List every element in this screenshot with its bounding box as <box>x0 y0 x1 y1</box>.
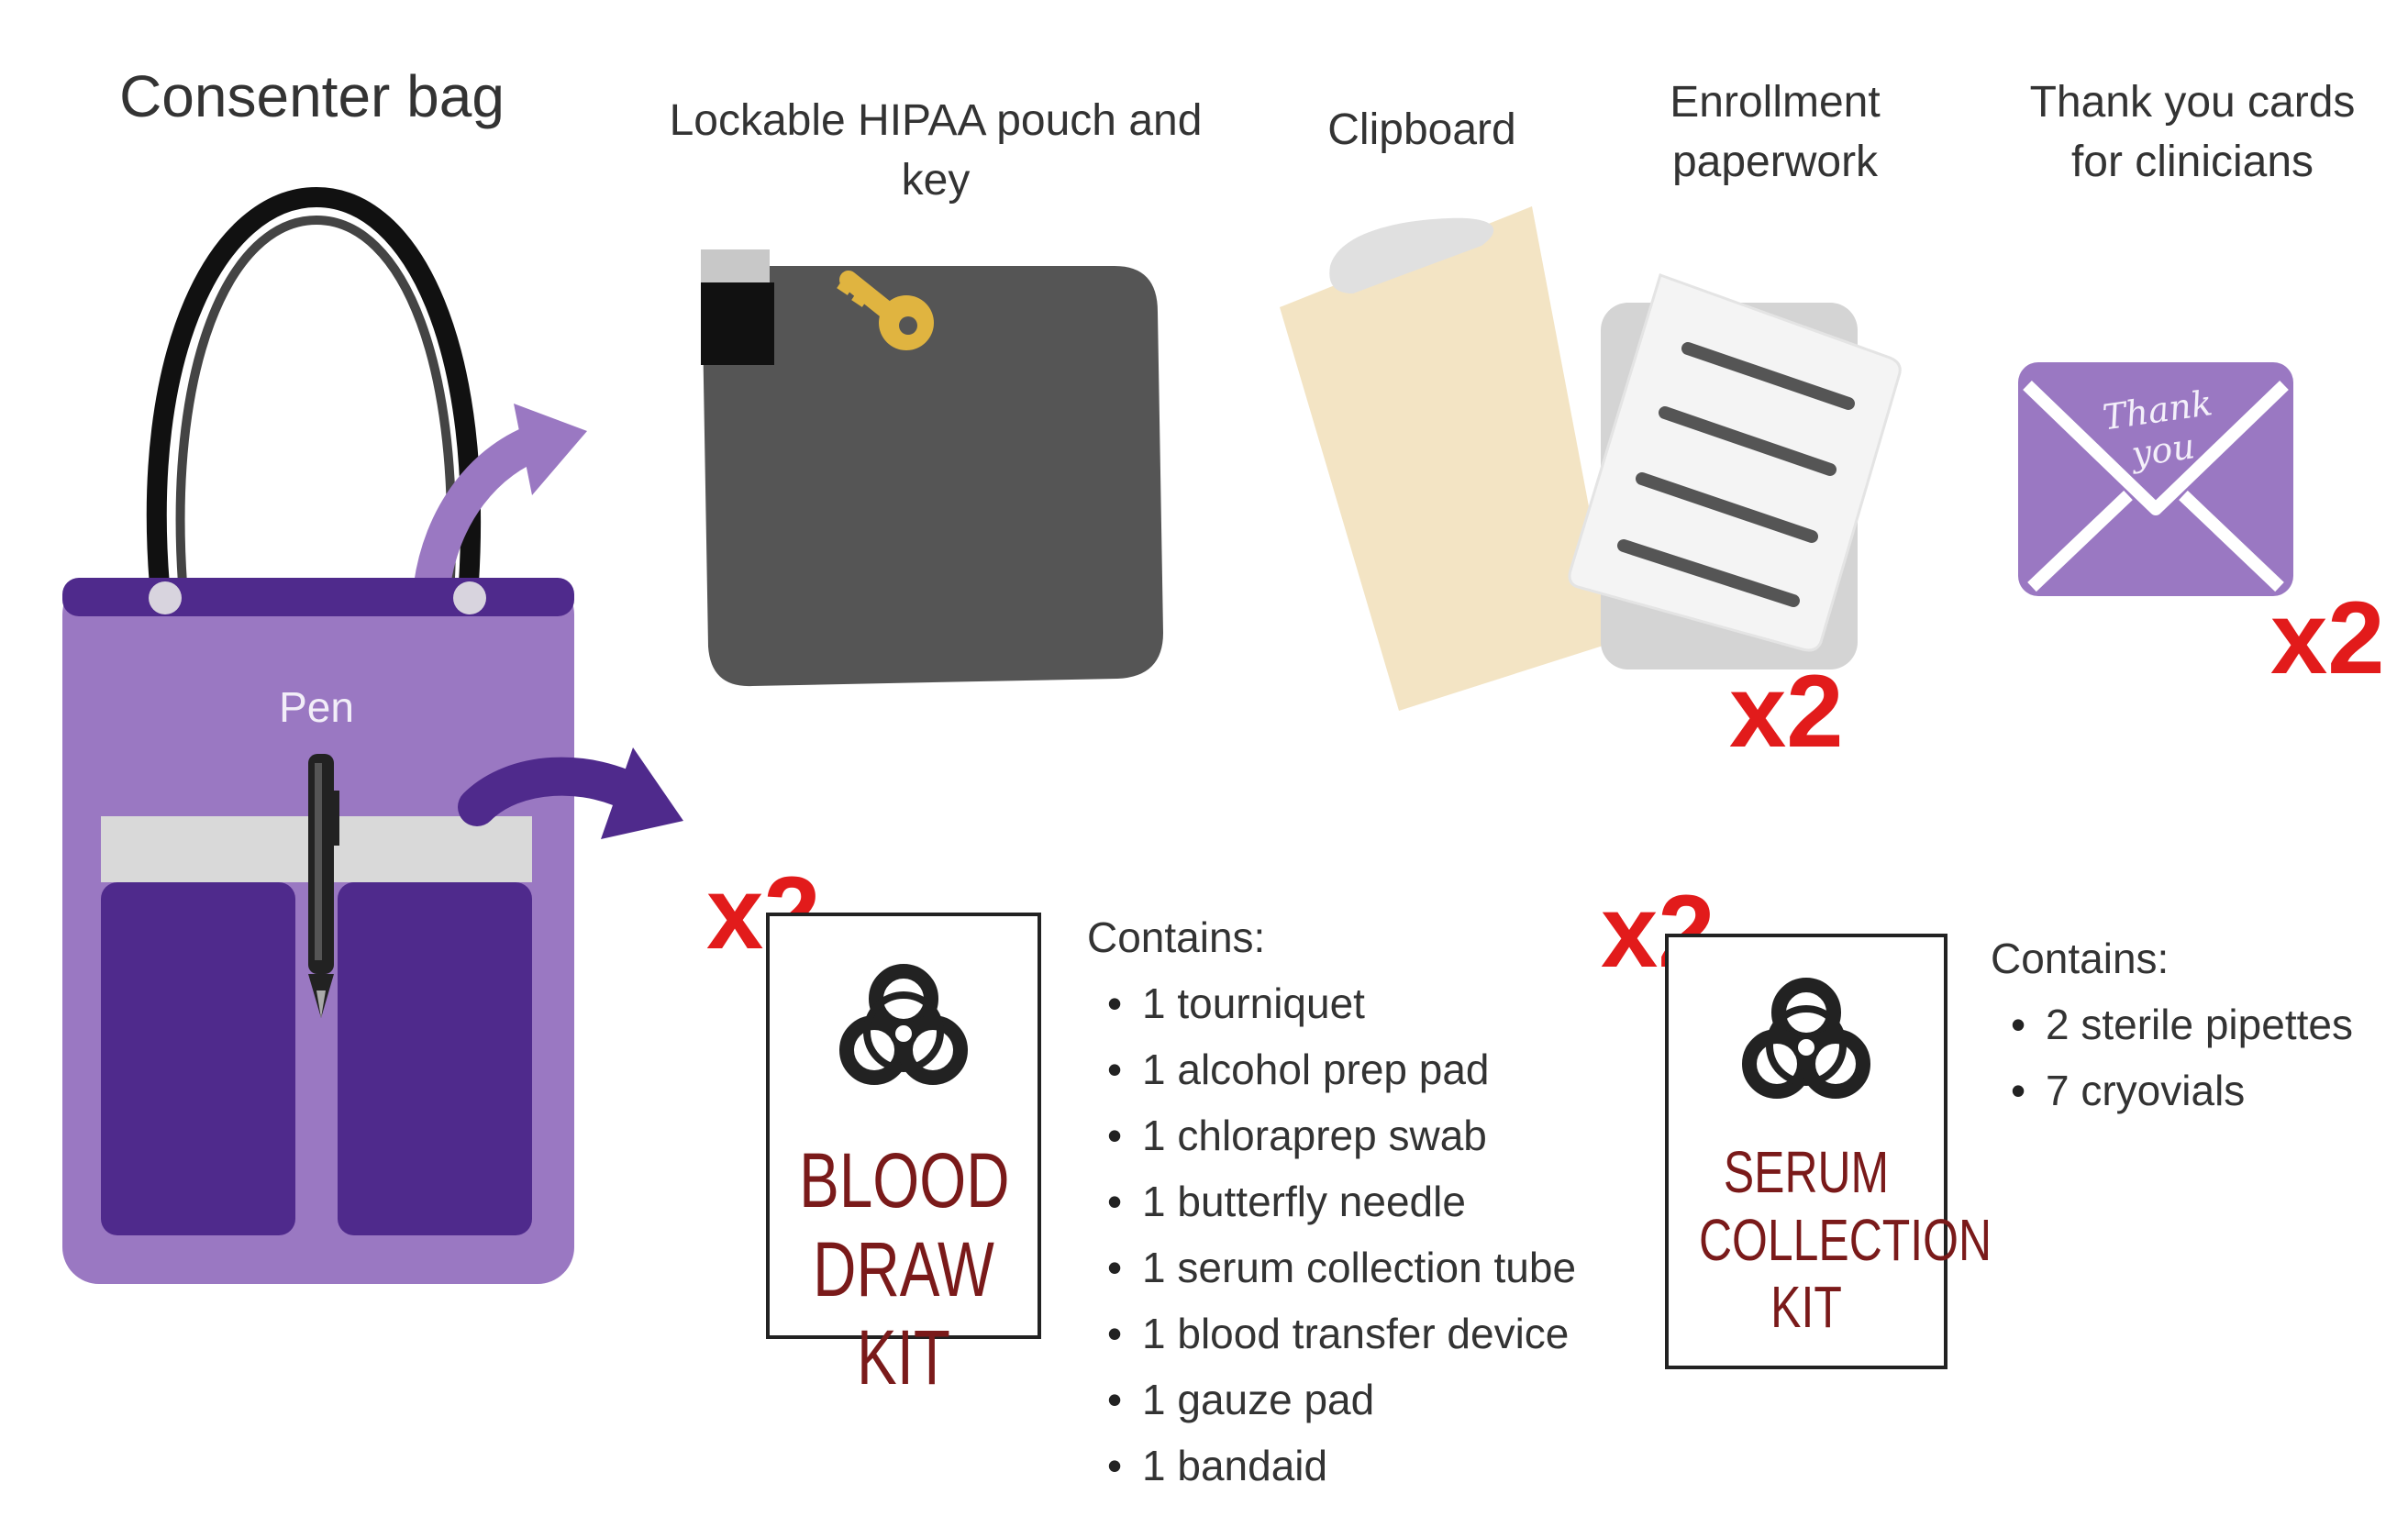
enrollment-title-line2: paperwork <box>1671 137 1879 186</box>
pen-label: Pen <box>279 683 354 731</box>
list-item: 1 gauze pad <box>1087 1367 1576 1433</box>
list-item: 7 cryovials <box>1991 1057 2353 1123</box>
serum-kit-name-line2: COLLECTION <box>1699 1206 1992 1273</box>
blood-draw-kit-card: BLOOD DRAW KIT <box>766 913 1041 1400</box>
list-item: 1 alcohol prep pad <box>1087 1036 1576 1102</box>
list-item: 1 tourniquet <box>1087 970 1576 1036</box>
list-item: 1 chloraprep swab <box>1087 1102 1576 1168</box>
list-item: 1 bandaid <box>1087 1433 1576 1499</box>
blood-kit-name: BLOOD DRAW KIT <box>799 1136 1010 1402</box>
serum-kit-contains-label: Contains: <box>1991 935 2169 982</box>
list-item: 1 blood transfer device <box>1087 1300 1576 1367</box>
arrow-to-pouch-icon <box>413 422 560 610</box>
enrollment-title-line1: Enrollment <box>1670 78 1881 127</box>
blood-kit-contains-label: Contains: <box>1087 913 1266 961</box>
thanks-multiplier: x2 <box>2270 581 2385 695</box>
serum-collection-kit-card: SERUM COLLECTION KIT <box>1665 934 1992 1369</box>
bag-pocket-right <box>338 882 532 1235</box>
list-item: 2 sterile pipettes <box>1991 991 2353 1057</box>
list-item: 1 butterfly needle <box>1087 1168 1576 1234</box>
blood-kit-contents: Contains: 1 tourniquet 1 alcohol prep pa… <box>1087 913 1576 1499</box>
blood-kit-name-line2: DRAW KIT <box>813 1225 994 1401</box>
consenter-bag-title: Consenter bag <box>119 63 505 129</box>
key-icon <box>837 271 934 350</box>
biohazard-icon <box>839 964 968 1085</box>
thank-you-cards-title: Thank you cards for clinicians <box>2000 73 2385 193</box>
enrollment-multiplier: x2 <box>1729 654 1844 769</box>
hipaa-pouch-title: Lockable HIPAA pouch and key <box>669 96 1203 205</box>
list-item: 1 serum collection tube <box>1087 1234 1576 1300</box>
biohazard-icon <box>1742 978 1870 1099</box>
serum-kit-name: SERUM COLLECTION KIT <box>1699 1139 1992 1342</box>
serum-kit-contents: Contains: 2 sterile pipettes 7 cryovials <box>1991 934 2353 1123</box>
serum-kit-name-line1: SERUM <box>1723 1139 1890 1205</box>
serum-kit-name-line3: KIT <box>1770 1274 1842 1341</box>
blood-kit-name-line1: BLOOD <box>799 1137 1010 1223</box>
bag-handles <box>146 186 481 598</box>
clipboard-title: Clipboard <box>1327 105 1516 154</box>
pen-icon <box>308 754 339 1018</box>
bag-pocket-left <box>101 882 295 1235</box>
thanks-title-line2: for clinicians <box>2070 137 2314 186</box>
enrollment-paperwork-title: Enrollment paperwork <box>1624 73 1926 193</box>
paper-lines <box>1617 342 1855 607</box>
thanks-title-line1: Thank you cards <box>2029 78 2356 127</box>
